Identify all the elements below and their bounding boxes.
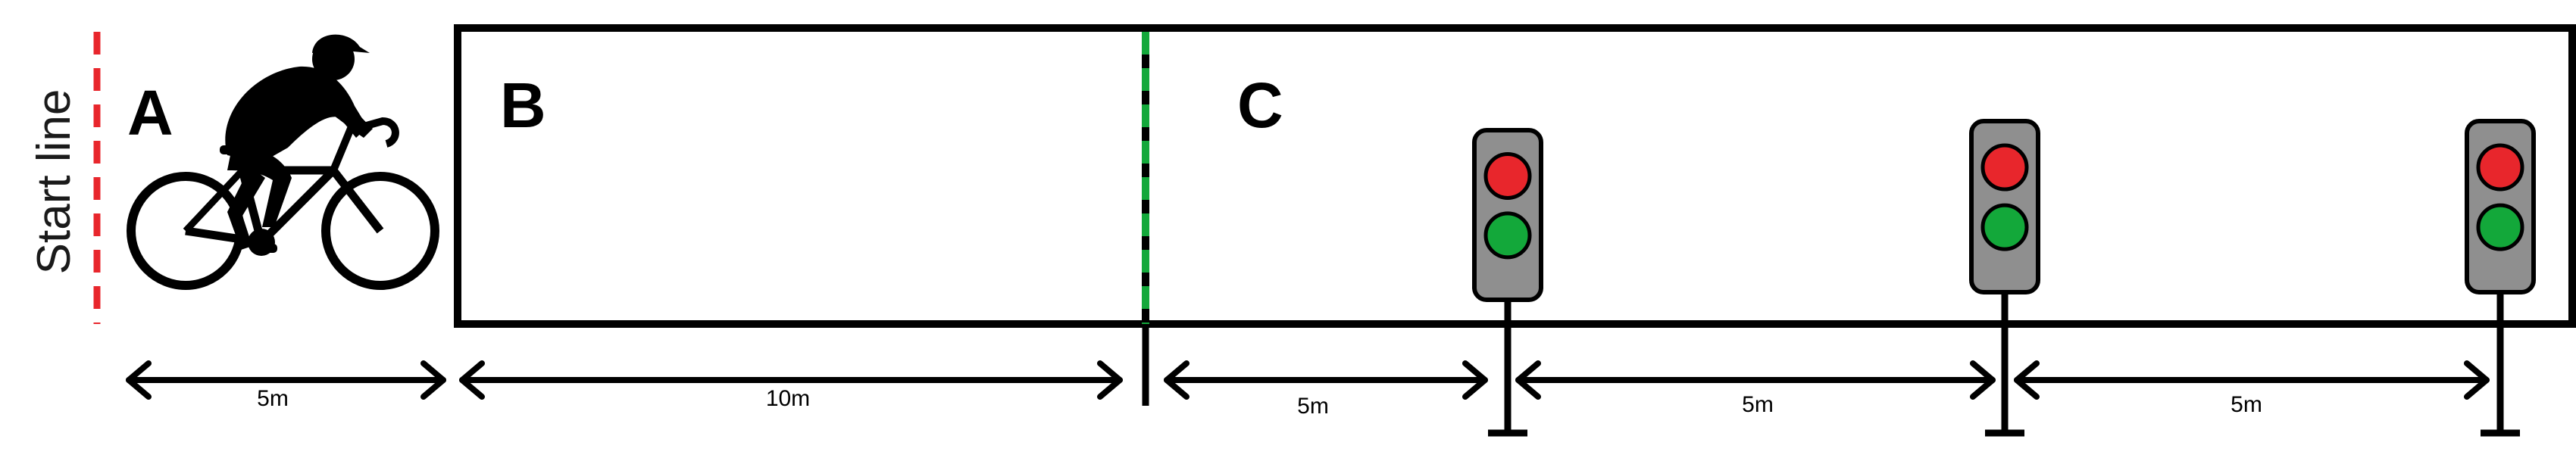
zone-b-label: B (500, 70, 546, 141)
distance-label-b: 10m (766, 386, 810, 411)
distance-arrow (2014, 360, 2490, 400)
distance-arrows (126, 360, 2490, 400)
distance-arrow (1515, 360, 1996, 400)
distance-label-c1: 5m (1297, 394, 1329, 419)
distance-label-c2: 5m (1742, 392, 1774, 417)
red-lamp (1980, 143, 2029, 192)
green-lamp (1483, 211, 1532, 260)
traffic-light-icon (1472, 128, 1543, 437)
zone-b-box (454, 24, 1149, 328)
zone-a-label: A (127, 77, 174, 148)
distance-arrow (459, 360, 1123, 400)
distance-arrow (126, 360, 446, 400)
traffic-light-icon (1969, 119, 2040, 437)
red-lamp (1483, 151, 1532, 200)
distance-label-a: 5m (257, 386, 289, 411)
green-lamp (2476, 203, 2524, 251)
start-line-label: Start line (28, 89, 80, 275)
green-lamp (1980, 203, 2029, 251)
cyclist-silhouette-icon (127, 34, 439, 290)
distance-label-c3: 5m (2231, 392, 2262, 417)
traffic-light-icon (2465, 119, 2536, 437)
traffic-lights (1472, 119, 2536, 437)
distance-arrow (1164, 360, 1488, 400)
red-lamp (2476, 143, 2524, 192)
zone-c-box (1142, 24, 2576, 328)
zone-c-label: C (1237, 70, 1283, 141)
